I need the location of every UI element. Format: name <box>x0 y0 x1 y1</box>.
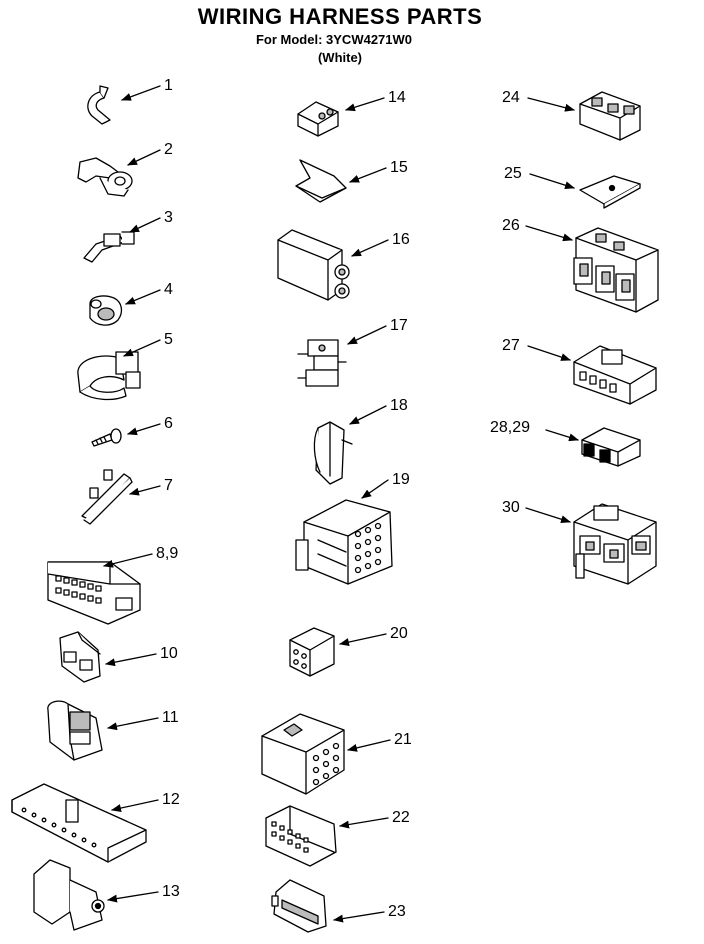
part-5-label: 5 <box>164 331 173 348</box>
part-26-label: 26 <box>502 217 520 234</box>
part-13-label: 13 <box>162 883 180 900</box>
part-18-latch[interactable]: 18 <box>313 397 408 485</box>
part-7-label: 7 <box>164 477 173 494</box>
part-12-long-connector[interactable]: 12 <box>11 783 180 863</box>
part-17-terminal-block[interactable]: 17 <box>297 317 408 387</box>
part-18-label: 18 <box>390 397 408 414</box>
part-23-edge-connector[interactable]: 23 <box>271 879 406 933</box>
part-10-connector[interactable]: 10 <box>59 631 178 683</box>
part-25-label: 25 <box>504 165 522 182</box>
part-15-label: 15 <box>390 159 408 176</box>
part-7-strip[interactable]: 7 <box>81 469 173 525</box>
part-15-sleeve[interactable]: 15 <box>295 159 408 203</box>
part-14-connector[interactable]: 14 <box>297 89 406 137</box>
part-1-label: 1 <box>164 77 173 94</box>
part-22-header-connector[interactable]: 22 <box>265 805 410 867</box>
part-10-label: 10 <box>160 645 178 662</box>
part-27-connector[interactable]: 27 <box>502 337 657 405</box>
part-19-label: 19 <box>392 471 410 488</box>
part-4-ring[interactable]: 4 <box>89 281 173 326</box>
part-2-clamp[interactable]: 2 <box>77 141 173 197</box>
part-5-strap-bracket[interactable]: 5 <box>77 331 173 401</box>
part-11-housing[interactable]: 11 <box>47 700 179 761</box>
part-28-29-label: 28,29 <box>490 419 530 436</box>
part-16-label: 16 <box>392 231 410 248</box>
part-24-block[interactable]: 24 <box>502 89 641 141</box>
part-20-label: 20 <box>390 625 408 642</box>
part-28-29-connector[interactable]: 28,29 <box>490 419 641 467</box>
model-color: (White) <box>317 50 363 65</box>
part-8-9-label: 8,9 <box>156 545 178 562</box>
part-23-label: 23 <box>388 903 406 920</box>
part-1-clip[interactable]: 1 <box>87 77 173 125</box>
part-6-label: 6 <box>164 415 173 432</box>
part-19-multipin-connector[interactable]: 19 <box>295 471 410 585</box>
part-25-plate[interactable]: 25 <box>504 165 641 209</box>
part-3-label: 3 <box>164 209 173 226</box>
part-30-label: 30 <box>502 499 520 516</box>
part-16-connector[interactable]: 16 <box>277 229 410 301</box>
part-21-label: 21 <box>394 731 412 748</box>
part-12-label: 12 <box>162 791 180 808</box>
model-number: For Model: 3YCW4271W0 <box>255 32 413 47</box>
part-30-large-housing[interactable]: 30 <box>502 499 657 585</box>
part-11-label: 11 <box>162 709 179 726</box>
part-6-screw[interactable]: 6 <box>91 415 173 447</box>
part-24-label: 24 <box>502 89 520 106</box>
part-8-9-connector[interactable]: 8,9 <box>47 545 178 625</box>
part-13-plug[interactable]: 13 <box>33 859 180 931</box>
part-22-label: 22 <box>392 809 410 826</box>
part-2-label: 2 <box>164 141 173 158</box>
part-17-label: 17 <box>390 317 408 334</box>
part-27-label: 27 <box>502 337 520 354</box>
part-3-wire-clip[interactable]: 3 <box>83 209 173 263</box>
part-26-bracket-assembly[interactable]: 26 <box>502 217 659 313</box>
part-14-label: 14 <box>388 89 406 106</box>
page-title: WIRING HARNESS PARTS <box>197 4 483 29</box>
part-21-housing[interactable]: 21 <box>261 713 412 795</box>
part-20-connector[interactable]: 20 <box>289 625 408 677</box>
part-4-label: 4 <box>164 281 173 298</box>
